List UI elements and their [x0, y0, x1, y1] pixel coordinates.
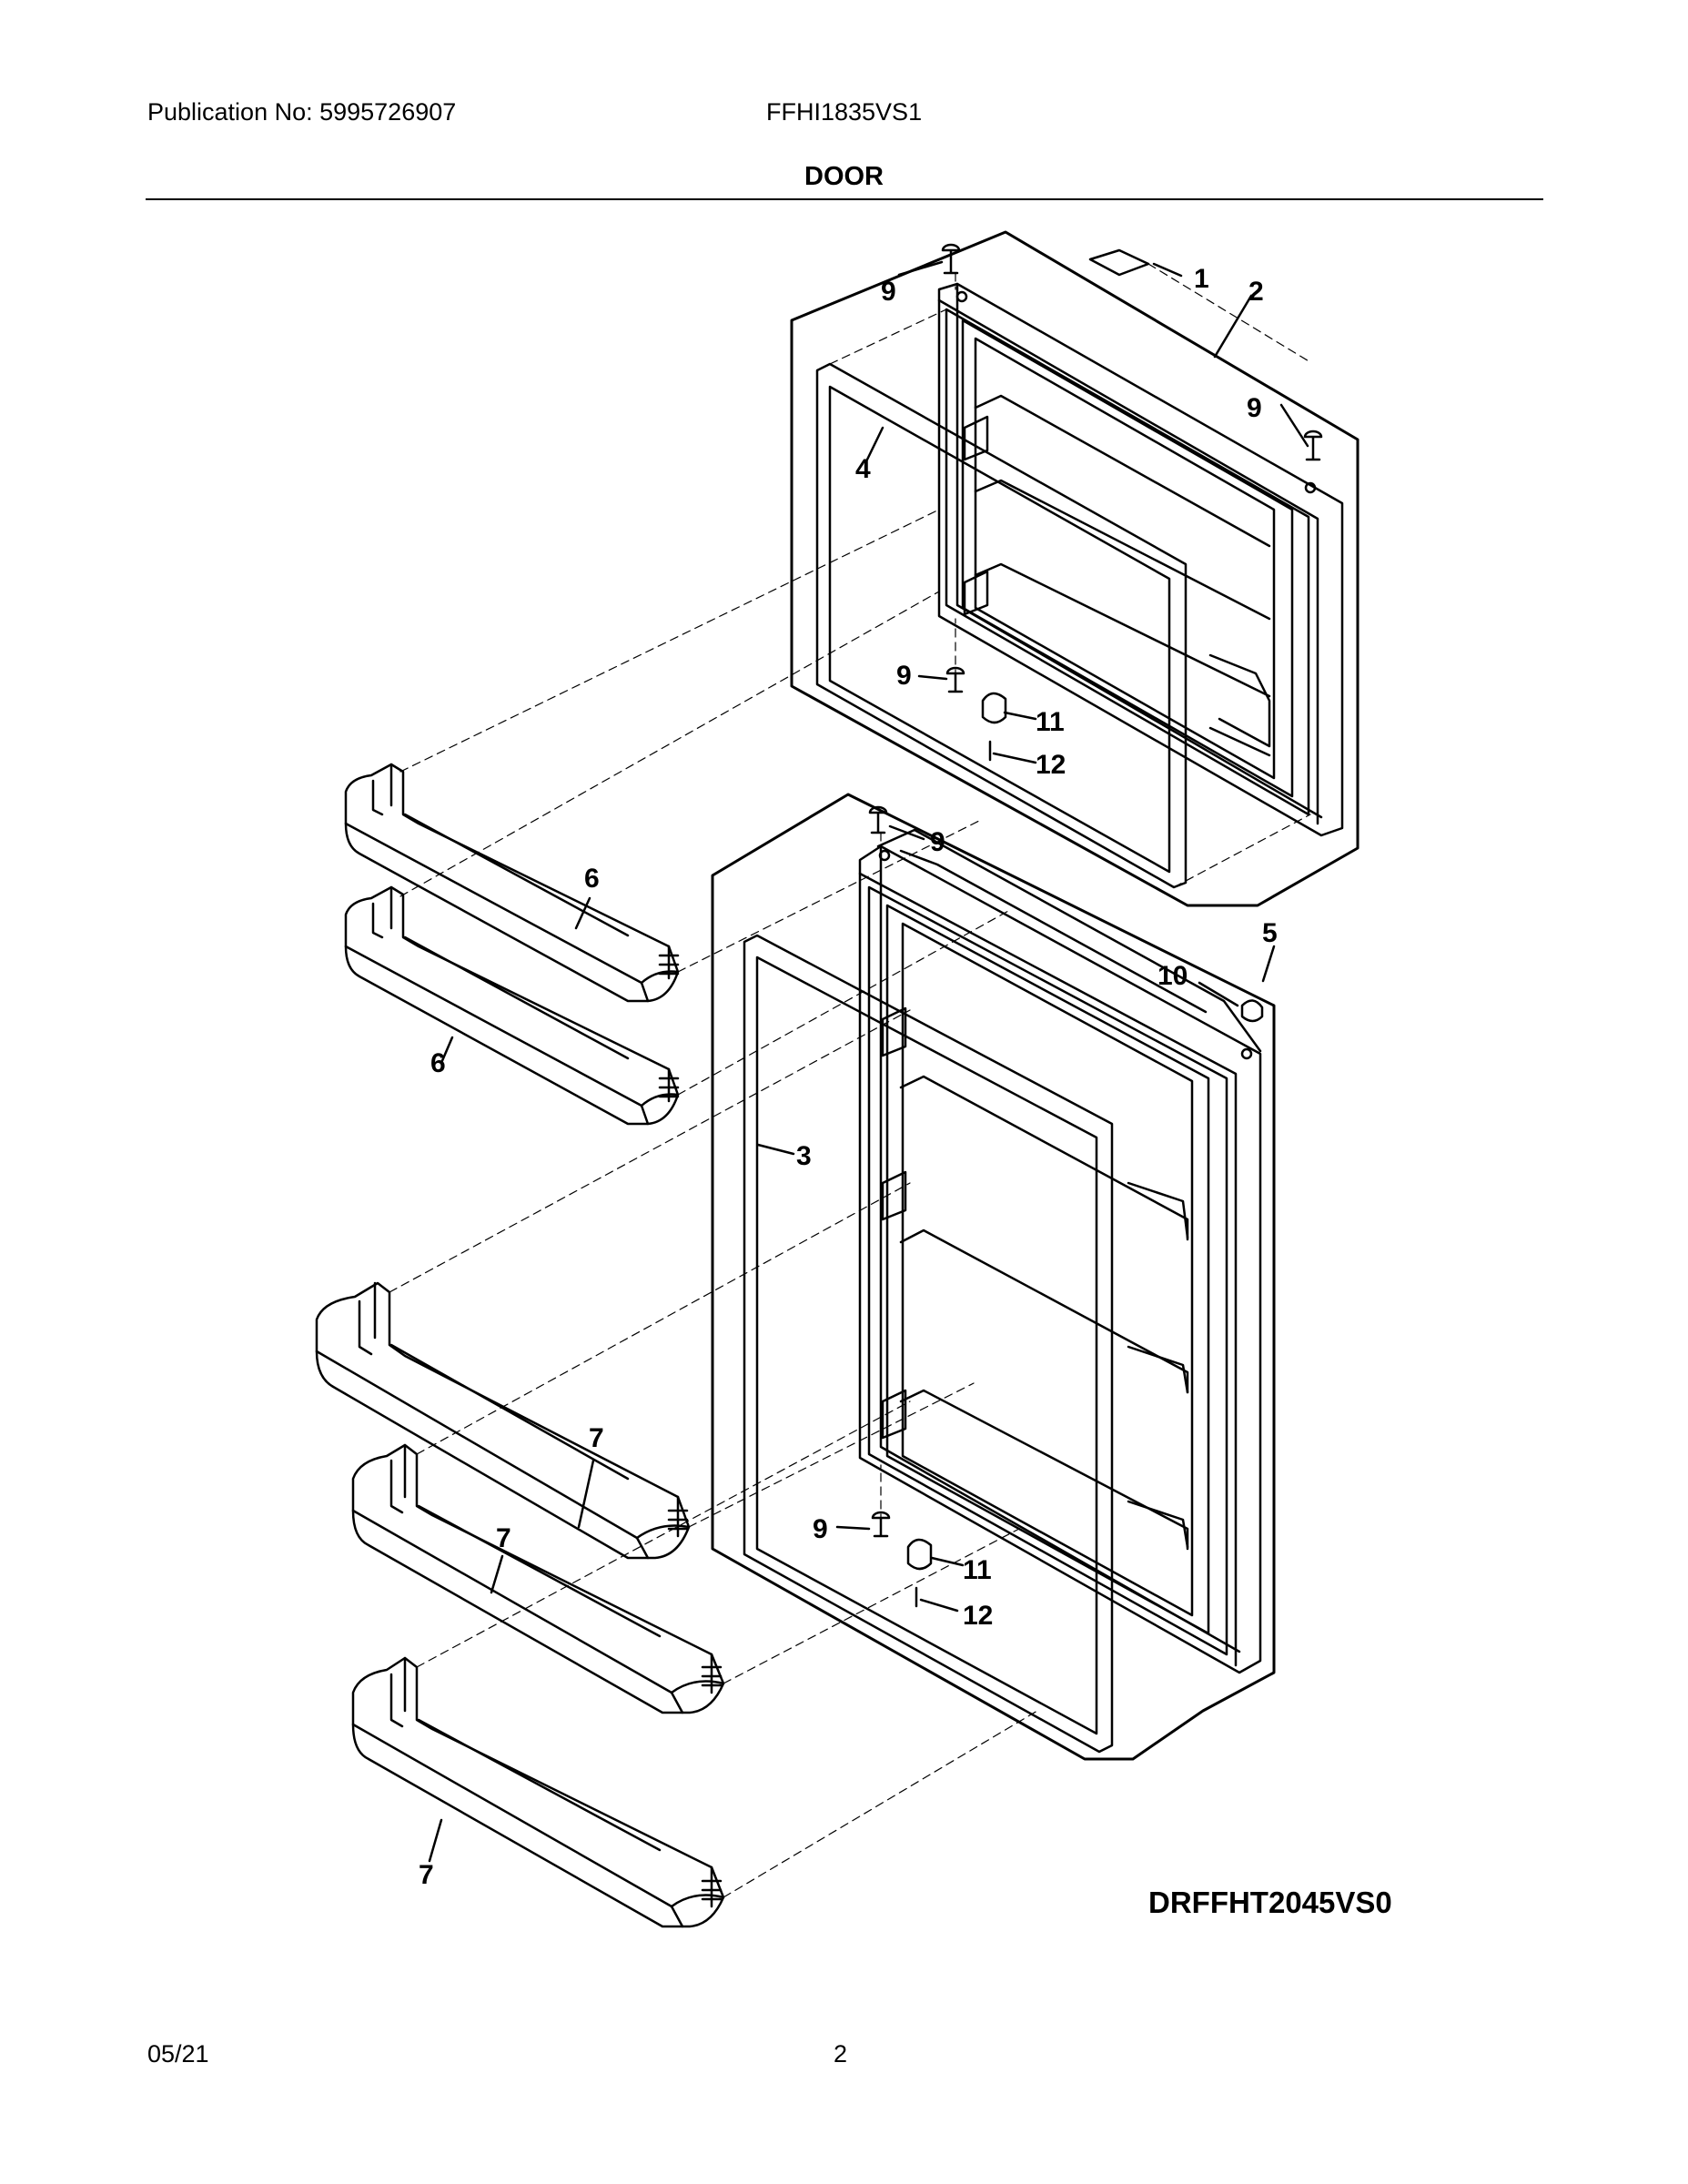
page-number: 2 — [834, 2040, 848, 2068]
callout-7-top: 7 — [589, 1423, 604, 1453]
fresh-food-bin-1 — [315, 1281, 691, 1560]
freezer-door-assembly — [790, 230, 1359, 907]
callout-3: 3 — [796, 1141, 812, 1171]
callout-1: 1 — [1194, 264, 1209, 294]
footer-date: 05/21 — [147, 2040, 209, 2068]
fresh-food-door-panel — [858, 828, 1262, 1674]
callout-2: 2 — [1248, 277, 1264, 307]
freezer-hinge-hardware — [941, 243, 1323, 762]
callout-9-top-right: 9 — [1247, 393, 1262, 423]
callout-9-top-left: 9 — [881, 277, 896, 307]
section-title: DOOR — [804, 162, 884, 191]
alignment-dashed-lines — [389, 263, 1311, 1898]
fresh-food-door-boundary — [711, 793, 1276, 1761]
fresh-food-door-assembly — [711, 793, 1276, 1761]
nameplate — [1088, 248, 1150, 277]
model-number: FFHI1835VS1 — [766, 98, 923, 126]
freezer-door-boundary — [790, 230, 1359, 907]
freezer-leader-lines — [865, 260, 1309, 764]
header-divider — [146, 198, 1543, 200]
callout-9-freezer-bottom: 9 — [896, 661, 912, 691]
door-bins — [315, 763, 725, 1928]
freezer-bin-upper — [344, 763, 680, 1003]
callout-9-fresh-food-top: 9 — [930, 827, 945, 857]
fresh-food-leader-lines — [756, 824, 1276, 1613]
freezer-door-panel — [937, 282, 1344, 837]
callout-4: 4 — [855, 454, 871, 484]
callout-5: 5 — [1262, 918, 1278, 948]
callout-10: 10 — [1157, 961, 1188, 991]
callout-6-lower: 6 — [430, 1048, 446, 1078]
callout-labels: 1 2 9 9 4 9 11 12 9 6 6 5 10 3 7 7 7 9 1… — [419, 264, 1278, 1890]
fresh-food-bin-3 — [351, 1656, 725, 1928]
callout-7-middle: 7 — [496, 1523, 511, 1553]
freezer-bin-lower — [344, 885, 680, 1126]
callout-6-upper: 6 — [584, 864, 600, 894]
bin-leader-lines — [428, 896, 595, 1863]
callout-11-freezer: 11 — [1036, 707, 1065, 737]
fresh-food-door-gasket — [743, 934, 1114, 1754]
callout-11-fresh-food: 11 — [963, 1555, 992, 1585]
drawing-code: DRFFHT2045VS0 — [1148, 1886, 1392, 1919]
fresh-food-bin-2 — [351, 1443, 725, 1714]
publication-number: Publication No: 5995726907 — [147, 98, 457, 126]
callout-12-freezer: 12 — [1036, 750, 1066, 780]
callout-9-fresh-food-bottom: 9 — [813, 1514, 828, 1544]
callout-12-fresh-food: 12 — [963, 1601, 993, 1631]
callout-7-bottom: 7 — [419, 1860, 434, 1890]
fresh-food-hinge-hardware — [868, 805, 1264, 1608]
